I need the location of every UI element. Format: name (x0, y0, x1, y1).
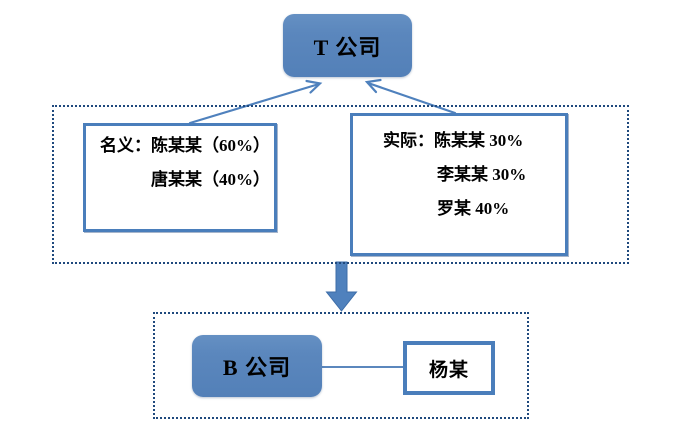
actual-shareholders-box: 实际：陈某某 30% 李某某 30% 罗某 40% (350, 113, 568, 256)
t-company-shape: T 公司 (283, 14, 412, 77)
person-box: 杨某 (403, 341, 495, 395)
holding-dotted-group (52, 105, 629, 264)
person-label: 杨某 (428, 359, 469, 381)
subsidiary-dotted-group (153, 312, 529, 419)
control-down-arrow (325, 261, 358, 312)
b-company-label: B 公司 (222, 355, 292, 380)
actual-line-1: 实际：陈某某 30% (383, 131, 524, 150)
b-company-shape: B 公司 (192, 335, 322, 397)
actual-line-3: 罗某 40% (437, 199, 510, 218)
nominal-shareholders-box: 名义：陈某某（60%） 唐某某（40%） (83, 123, 277, 232)
nominal-line-2: 唐某某（40%） (151, 170, 270, 189)
actual-line-2: 李某某 30% (437, 165, 527, 184)
t-company-label: T 公司 (313, 34, 382, 60)
nominal-line-1: 名义：陈某某（60%） (100, 136, 270, 155)
